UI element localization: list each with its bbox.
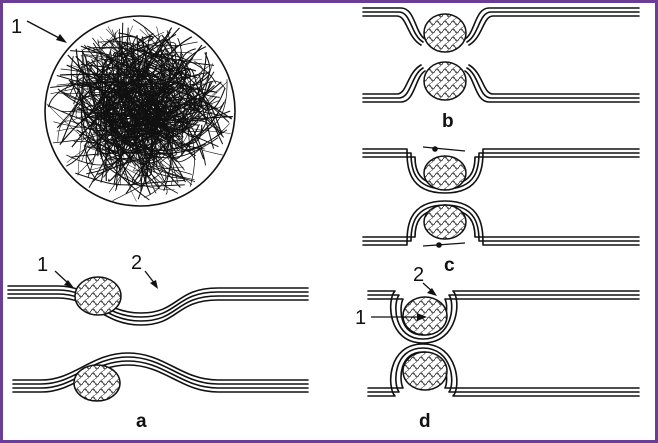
panel-c-upper-membrane <box>362 148 640 194</box>
panel-c-upper-seal-line <box>422 146 466 152</box>
panel-c: c <box>362 146 640 276</box>
fiber-mesh-pointer <box>26 20 62 40</box>
mesh-fiber <box>96 116 181 138</box>
mesh-fiber <box>134 101 224 194</box>
fiber-mesh-number: 1 <box>11 16 22 38</box>
panel-a-label: a <box>136 411 147 432</box>
mesh-fiber <box>93 88 151 137</box>
mesh-fiber <box>112 96 196 189</box>
mesh-fiber <box>98 131 161 162</box>
mesh-fiber <box>48 81 141 161</box>
panel-a-lower-particle <box>73 364 121 402</box>
panel-a-particle-arrowhead <box>64 280 74 288</box>
panel-a-membrane-number: 2 <box>131 252 142 274</box>
mesh-fiber <box>106 38 162 162</box>
panel-b-label: b <box>442 111 454 132</box>
panel-a-membrane-arrowhead <box>150 280 158 289</box>
mesh-fiber <box>84 27 173 112</box>
panel-d-particle-number: 1 <box>355 307 366 329</box>
panel-c-lower-membrane <box>362 200 640 246</box>
panel-a-particle-number: 1 <box>37 254 48 276</box>
panel-d-label: d <box>419 411 431 432</box>
mesh-fiber <box>80 55 195 153</box>
mesh-fiber <box>121 95 203 145</box>
mesh-fiber <box>81 50 182 136</box>
mesh-fiber <box>59 63 150 76</box>
mesh-fiber <box>80 123 230 152</box>
mesh-fiber <box>75 86 154 145</box>
mesh-fiber <box>121 42 215 66</box>
panel-d-lower-particle <box>402 351 448 391</box>
mesh-fiber <box>134 139 168 195</box>
mesh-fiber <box>113 27 129 185</box>
fiber-mesh-outline <box>44 15 236 207</box>
mesh-fiber <box>111 79 228 132</box>
mesh-fiber <box>87 113 182 155</box>
mesh-fiber <box>80 110 135 154</box>
panel-a-upper-particle <box>74 276 122 316</box>
mesh-fiber <box>76 59 135 99</box>
mesh-fiber <box>105 36 193 81</box>
mesh-fiber <box>171 37 203 163</box>
mesh-fiber <box>81 107 143 188</box>
mesh-fiber <box>66 36 162 130</box>
panel-b-upper-membrane <box>362 7 640 46</box>
diagram-canvas: 1 1 2 a <box>7 7 640 432</box>
fiber-mesh-group: 1 <box>11 15 236 207</box>
mesh-fiber <box>144 67 206 166</box>
mesh-fiber <box>81 32 152 98</box>
panel-a: 1 2 a <box>7 252 309 432</box>
panel-a-lower-membrane <box>12 352 309 393</box>
panel-b-lower-particle <box>423 61 467 101</box>
mesh-fiber <box>147 54 226 111</box>
mesh-fiber <box>91 100 204 153</box>
panel-d: 2 1 d <box>355 264 640 432</box>
panel-c-label: c <box>444 255 455 276</box>
mesh-fiber <box>88 61 124 100</box>
mesh-fiber <box>115 75 205 150</box>
mesh-fiber <box>163 90 179 136</box>
mesh-fiber <box>141 127 187 183</box>
mesh-fiber <box>68 79 219 159</box>
panel-d-particle-arrowhead <box>417 313 427 321</box>
panel-b-upper-particle <box>423 13 467 53</box>
mesh-fiber <box>58 96 123 128</box>
mesh-fiber <box>128 78 172 141</box>
panel-a-upper-membrane <box>7 285 309 326</box>
panel-d-upper-particle <box>402 296 448 336</box>
panel-d-membrane-number: 2 <box>413 264 424 286</box>
mesh-fiber <box>104 42 158 127</box>
mesh-fiber <box>142 53 219 120</box>
mesh-fiber <box>69 41 164 113</box>
mesh-fiber <box>143 84 175 142</box>
mesh-fiber <box>112 146 185 201</box>
panel-c-upper-particle <box>423 155 467 191</box>
panel-b: b <box>362 7 640 132</box>
panel-c-lower-particle <box>423 204 467 240</box>
mesh-fiber <box>104 44 203 143</box>
fiber-mesh <box>46 18 233 202</box>
mesh-fiber <box>82 47 192 92</box>
mesh-fiber <box>66 80 125 166</box>
mesh-fiber <box>172 95 209 138</box>
mesh-fiber <box>147 47 191 79</box>
panel-c-lower-seal-dot <box>436 242 442 248</box>
panel-b-lower-membrane <box>362 64 640 103</box>
panel-d-membrane-arrowhead <box>427 288 437 296</box>
panel-c-lower-seal-line <box>422 242 466 247</box>
fiber-mesh-arrowhead <box>56 34 67 43</box>
panel-c-upper-seal-dot <box>432 146 438 152</box>
